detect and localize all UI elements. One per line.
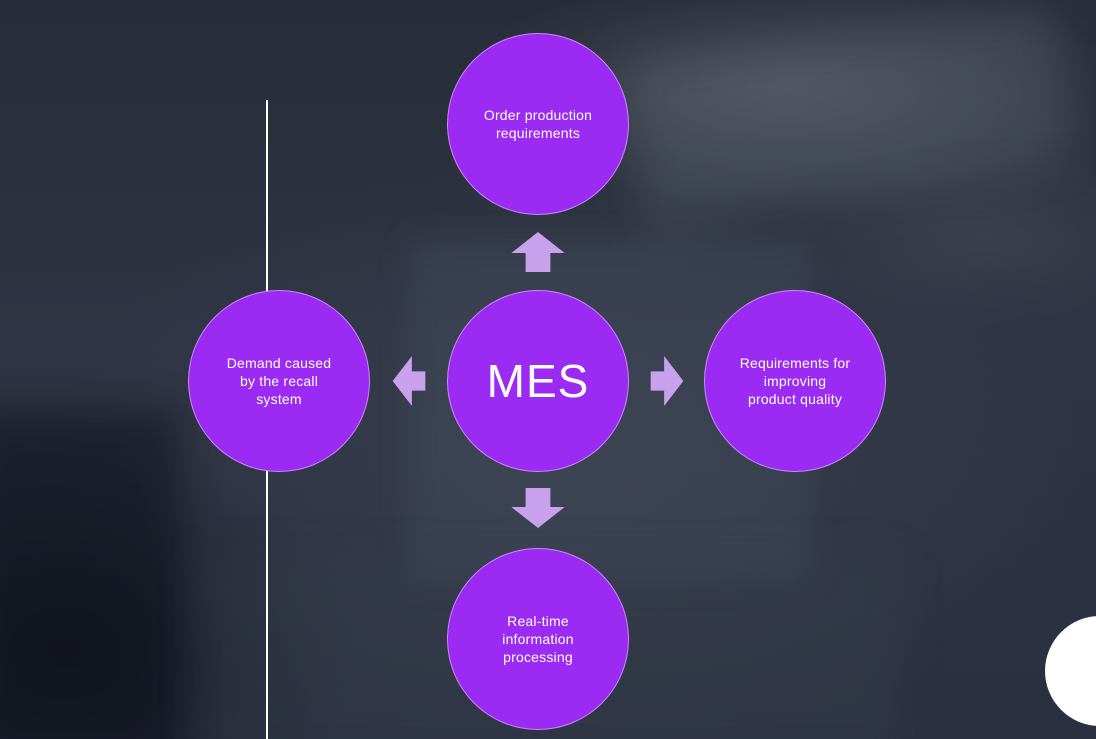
node-left-circle: Demand caused by the recall system: [188, 290, 370, 472]
center-circle: MES: [447, 290, 629, 472]
arrow-right-icon: [650, 356, 684, 406]
node-right-circle: Requirements for improving product quali…: [704, 290, 886, 472]
center-mes-label: MES: [486, 355, 590, 407]
node-bottom-circle: Real-time information processing: [447, 548, 629, 730]
arrow-down-icon: [511, 488, 565, 528]
background-light-streak: [620, 0, 1080, 230]
arrow-left-icon: [392, 356, 426, 406]
node-left-label: Demand caused by the recall system: [226, 354, 332, 408]
background-dark-shape: [0, 410, 180, 739]
arrow-up-icon: [511, 232, 565, 272]
node-right-label: Requirements for improving product quali…: [739, 354, 851, 408]
node-top-circle: Order production requirements: [447, 33, 629, 215]
node-top-label: Order production requirements: [483, 106, 593, 141]
node-bottom-label: Real-time information processing: [502, 612, 574, 666]
